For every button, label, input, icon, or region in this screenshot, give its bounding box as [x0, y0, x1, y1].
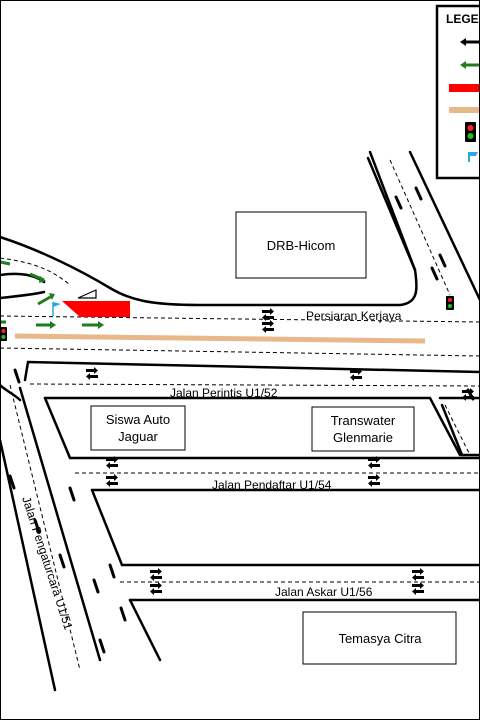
traffic-light-icon [465, 122, 476, 142]
svg-text:Jaguar: Jaguar [118, 429, 158, 444]
blue-flag-icon [468, 152, 478, 162]
svg-text:DRB-Hicom: DRB-Hicom [267, 238, 336, 253]
red-marker [62, 301, 130, 317]
tan-route-line [14, 333, 426, 344]
black-arrows [8, 186, 475, 654]
svg-text:Glenmarie: Glenmarie [333, 430, 393, 445]
green-arrow-icon [82, 321, 104, 329]
label-jalan-askar: Jalan Askar U1/56 [275, 585, 373, 599]
svg-text:Transwater: Transwater [331, 413, 396, 428]
label-persiaran-kerjaya: Persiaran Kerjaya [306, 309, 402, 323]
triangle-marker [77, 289, 97, 299]
building-transwater-glenmarie: Transwater Glenmarie [311, 406, 415, 452]
building-drb-hicom: DRB-Hicom [235, 211, 367, 279]
green-arrows [0, 260, 104, 329]
red-bar-icon [449, 84, 480, 92]
tan-bar-icon [449, 107, 480, 113]
blue-flag-icon [52, 302, 61, 316]
legend-title: LEGE [446, 12, 479, 26]
building-siswa-auto-jaguar: Siswa Auto Jaguar [90, 405, 186, 451]
green-arrow-icon [460, 61, 480, 69]
green-arrow-icon [0, 260, 11, 266]
label-jalan-perintis: Jalan Perintis U1/52 [170, 386, 278, 400]
green-arrow-icon [29, 272, 46, 283]
traffic-light-icon [446, 296, 454, 310]
black-arrow-icon [460, 38, 480, 46]
traffic-light-icon [0, 327, 7, 341]
building-temasya-citra: Temasya Citra [302, 611, 457, 665]
green-arrow-icon [36, 321, 56, 329]
legend: LEGE [435, 4, 480, 180]
road-edges [0, 150, 480, 692]
svg-text:Siswa Auto: Siswa Auto [106, 412, 170, 427]
green-arrow-icon [37, 293, 55, 306]
black-arrow-icon [86, 308, 474, 595]
label-jalan-pendaftar: Jalan Pendaftar U1/54 [212, 478, 332, 492]
svg-text:Temasya Citra: Temasya Citra [338, 631, 422, 646]
